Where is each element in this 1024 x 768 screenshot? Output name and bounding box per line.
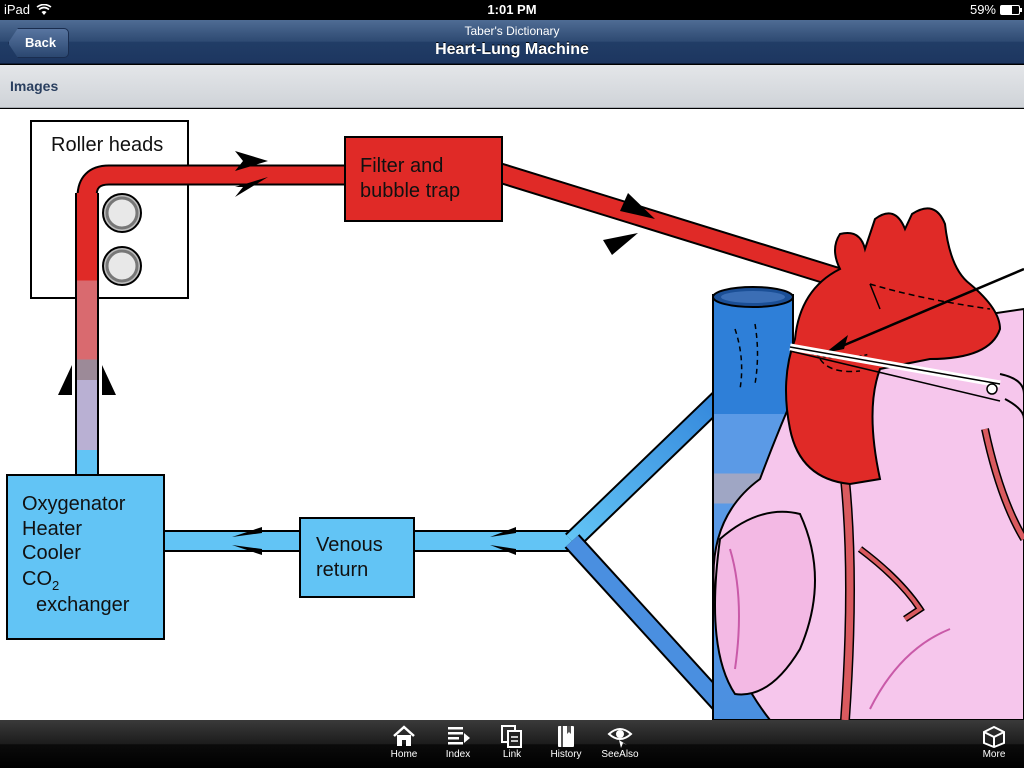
cooler-label: Cooler — [22, 542, 81, 564]
home-icon — [393, 725, 415, 746]
battery-percent: 59% — [969, 2, 996, 17]
venous-return-box — [299, 517, 415, 598]
battery-icon — [1000, 4, 1022, 15]
history-icon — [558, 726, 574, 747]
section-label: Images — [10, 78, 59, 94]
heater-label: Heater — [22, 518, 83, 540]
back-button[interactable]: Back — [8, 28, 70, 58]
index-icon — [448, 727, 470, 745]
wifi-icon — [36, 3, 52, 15]
navigation-bar: Back Taber's Dictionary Heart-Lung Machi… — [0, 20, 1024, 64]
nav-subtitle: Taber's Dictionary — [464, 24, 560, 38]
diagram-image[interactable]: Roller heads Filter and bubble trap Oxyg… — [0, 109, 1024, 720]
clock: 1:01 PM — [487, 2, 537, 17]
link-icon — [501, 725, 522, 748]
heart-lung-machine-diagram — [6, 120, 1024, 720]
tab-bar: Home Index Link History — [0, 720, 1024, 768]
tab-index[interactable]: Index — [434, 724, 482, 766]
tab-link[interactable]: Link — [488, 724, 536, 766]
status-bar: iPad 1:01 PM 59% — [0, 0, 1024, 20]
co2-label: CO2 — [22, 568, 60, 593]
venous-label-line2: return — [316, 559, 369, 581]
tab-history[interactable]: History — [542, 724, 590, 766]
filter-box — [344, 136, 503, 222]
device-name: iPad — [4, 2, 31, 17]
more-icon — [983, 725, 1005, 748]
section-header: Images — [0, 65, 1024, 108]
filter-label-line1: Filter and — [360, 155, 444, 177]
exchanger-label: exchanger — [36, 594, 130, 616]
page-title: Heart-Lung Machine — [435, 41, 589, 58]
tab-see-also[interactable]: SeeAlso — [596, 724, 644, 766]
tab-home[interactable]: Home — [380, 724, 428, 766]
tab-more[interactable]: More — [970, 724, 1018, 766]
aorta — [785, 207, 1002, 486]
roller-heads-label: Roller heads — [51, 134, 164, 156]
filter-label-line2: bubble trap — [360, 180, 461, 202]
oxygenator-label: Oxygenator — [22, 493, 126, 515]
oxygenator-box — [6, 474, 165, 640]
venous-label-line1: Venous — [316, 534, 383, 556]
see-also-icon — [607, 728, 633, 748]
